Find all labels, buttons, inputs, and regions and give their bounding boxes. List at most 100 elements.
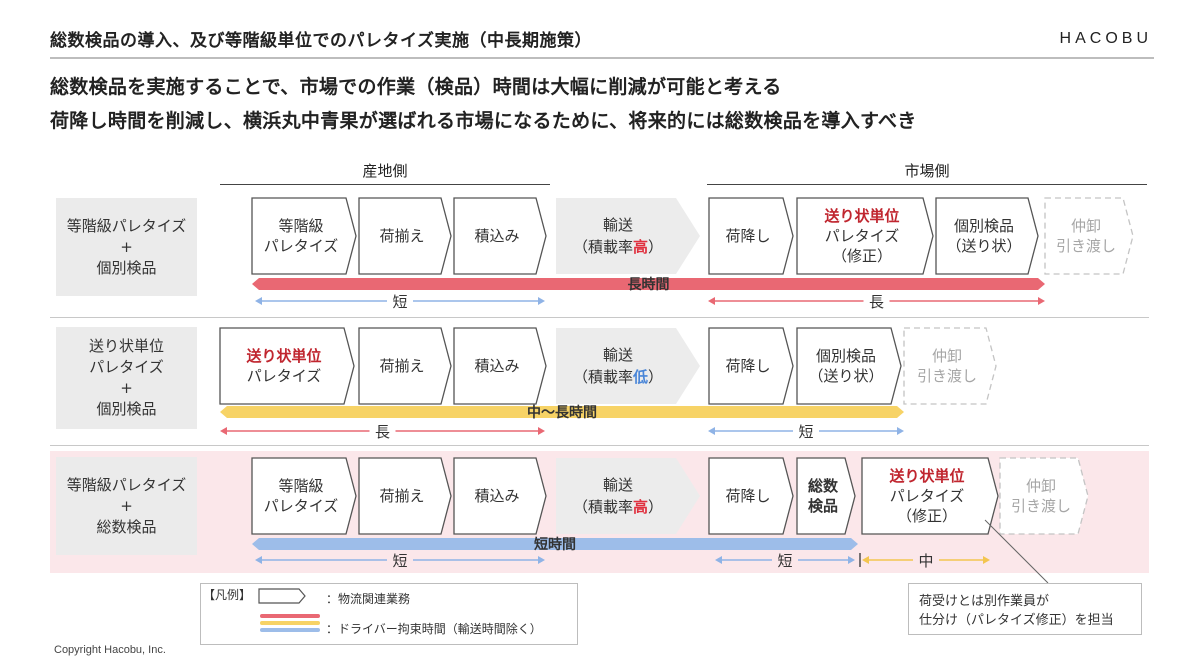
row-label-2: 送り状単位パレタイズ+個別検品 [56,327,197,429]
step-label: 引き渡し [1011,497,1071,515]
transport-arrow-shape [556,458,700,534]
row-3-step-2: 荷揃え [358,457,452,535]
step-label: 検品 [808,497,838,515]
step-label: 積込み [474,487,519,505]
market-header-line [707,184,1147,185]
driver-time-bar [252,278,1045,290]
duration-label: 短 [777,552,792,570]
note-line-1: 荷受けとは別作業員が [919,594,1050,609]
row-1-step-2: 荷揃え [358,197,452,275]
step-label: 荷揃え [379,227,424,245]
process-step-shape [1044,197,1134,275]
process-step-shape [453,457,547,535]
time-bar-label: 長時間 [628,276,670,293]
step-label: 荷降し [725,357,770,375]
process-step-shape [796,327,902,405]
process-step-shape [935,197,1039,275]
row-3-step-1: 等階級パレタイズ [251,457,357,535]
row-2-time-bar: 中～長時間 [220,404,904,421]
step-label: 荷揃え [379,487,424,505]
legend-step-shape [258,588,306,604]
step-label: 送り状単位 [888,467,964,485]
step-label: （修正） [832,247,892,265]
duration-label: 長 [375,423,390,441]
process-step-shape [251,197,357,275]
step-label: 仲卸 [1026,477,1056,495]
note-callout-line [984,519,1049,584]
process-step-shape [903,327,997,405]
step-label: 荷揃え [379,357,424,375]
row-1-step-4: 輸送（積載率高） [556,198,700,274]
legend-lines-label: ：ドライバー拘束時間（輸送時間除く） [326,622,542,636]
market-side-header: 市場側 [904,162,950,180]
duration-label: 短 [392,293,407,311]
note-line-2: 仕分け（パレタイズ修正）を担当 [919,613,1114,628]
step-label: （送り状） [808,367,883,385]
step-label: （積載率高） [573,238,663,256]
row-2-step-3: 積込み [453,327,547,405]
row-1-time-bar: 長時間 [252,276,1045,293]
row-2-step-4: 輸送（積載率低） [556,328,700,404]
step-label: 等階級 [278,477,323,495]
driver-time-bar [220,406,904,418]
row-3-duration-arrow-1: 短 [255,552,545,570]
origin-header-line [220,184,550,185]
row-3-duration-arrow-2: 短 [715,552,855,570]
step-label: パレタイズ [890,487,965,505]
row-3-step-4: 輸送（積載率高） [556,458,700,534]
process-step-shape [708,457,794,535]
row-3-time-bar: 短時間 [252,536,858,553]
row-2-step-5: 荷降し [708,327,794,405]
time-bar-label: 短時間 [534,536,576,553]
row-1-duration-arrow-1: 短 [255,293,545,311]
row-1-step-1: 等階級パレタイズ [251,197,357,275]
step-label: 引き渡し [917,367,977,385]
step-label: パレタイズ [825,227,900,245]
row-separator-2 [50,445,1149,446]
copyright: Copyright Hacobu, Inc. [54,644,166,656]
process-step-shape [358,457,452,535]
step-label: 輸送 [603,346,633,364]
step-label: 積込み [474,227,519,245]
origin-side-header: 産地側 [362,162,408,180]
row-1-step-7: 個別検品（送り状） [935,197,1039,275]
row-2-step-2: 荷揃え [358,327,452,405]
row-label-3: 等階級パレタイズ+総数検品 [56,457,197,555]
step-label: 荷降し [725,227,770,245]
step-label: 引き渡し [1056,237,1116,255]
step-label: （送り状） [946,237,1021,255]
driver-time-bar [252,538,858,550]
step-label: 仲卸 [932,347,962,365]
process-step-shape [796,457,856,535]
row-separator-1 [50,317,1149,318]
process-step-shape [708,197,794,275]
process-step-shape [861,457,999,535]
flow-row-3: 等階級パレタイズ荷揃え積込み輸送（積載率高）荷降し総数検品送り状単位パレタイズ（… [251,457,1089,570]
step-label: 仲卸 [1071,217,1101,235]
transport-arrow-shape [556,198,700,274]
duration-label: 長 [869,293,884,311]
key-message-1: 総数検品を実施することで、市場での作業（検品）時間は大幅に削減が可能と考える [50,76,782,98]
step-label: （積載率高） [573,498,663,516]
step-label: パレタイズ [264,237,339,255]
row-1-step-5: 荷降し [708,197,794,275]
row-3-duration-arrow-3: 中 [862,552,990,570]
step-label: 個別検品 [816,347,876,365]
step-label: 総数 [808,477,839,495]
process-step-shape [251,457,357,535]
row-label-1: 等階級パレタイズ+個別検品 [56,198,197,296]
duration-label: 短 [798,423,813,441]
row-3-step-3: 積込み [453,457,547,535]
row-2-duration-arrow-2: 短 [708,423,904,441]
step-label: 送り状単位 [245,347,321,365]
process-step-shape [796,197,934,275]
time-bar-label: 中～長時間 [527,404,597,421]
flow-row-1: 等階級パレタイズ荷揃え積込み輸送（積載率高）荷降し送り状単位パレタイズ（修正）個… [251,197,1134,311]
row-2-duration-arrow-1: 長 [220,423,545,441]
